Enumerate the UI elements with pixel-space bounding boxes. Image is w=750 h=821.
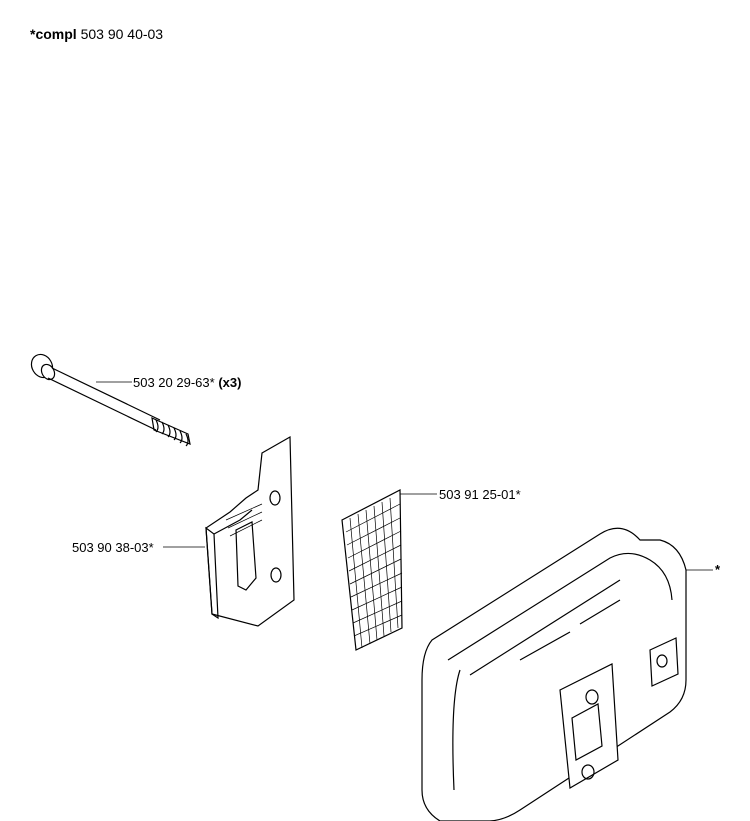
screen-part-number: 503 91 25-01*: [439, 487, 521, 502]
assembly-title: *compl 503 90 40-03: [30, 26, 163, 42]
plate-part: [205, 435, 295, 627]
assembly-prefix: *compl: [30, 26, 77, 42]
muffler-marker: *: [715, 562, 721, 577]
assembly-part-number: 503 90 40-03: [80, 26, 164, 42]
screw-quantity: (x3): [218, 375, 242, 390]
plate-callout: 503 90 38-03*: [72, 540, 154, 555]
screen-part: [341, 489, 403, 651]
screw-part: [30, 353, 191, 447]
screw-part-number: 503 20 29-63*: [133, 375, 215, 390]
screen-callout: 503 91 25-01*: [439, 487, 521, 502]
muffler-part: [421, 527, 687, 821]
muffler-callout: *: [715, 562, 720, 577]
plate-part-number: 503 90 38-03*: [72, 540, 154, 555]
screw-callout: 503 20 29-63* (x3): [133, 375, 241, 390]
